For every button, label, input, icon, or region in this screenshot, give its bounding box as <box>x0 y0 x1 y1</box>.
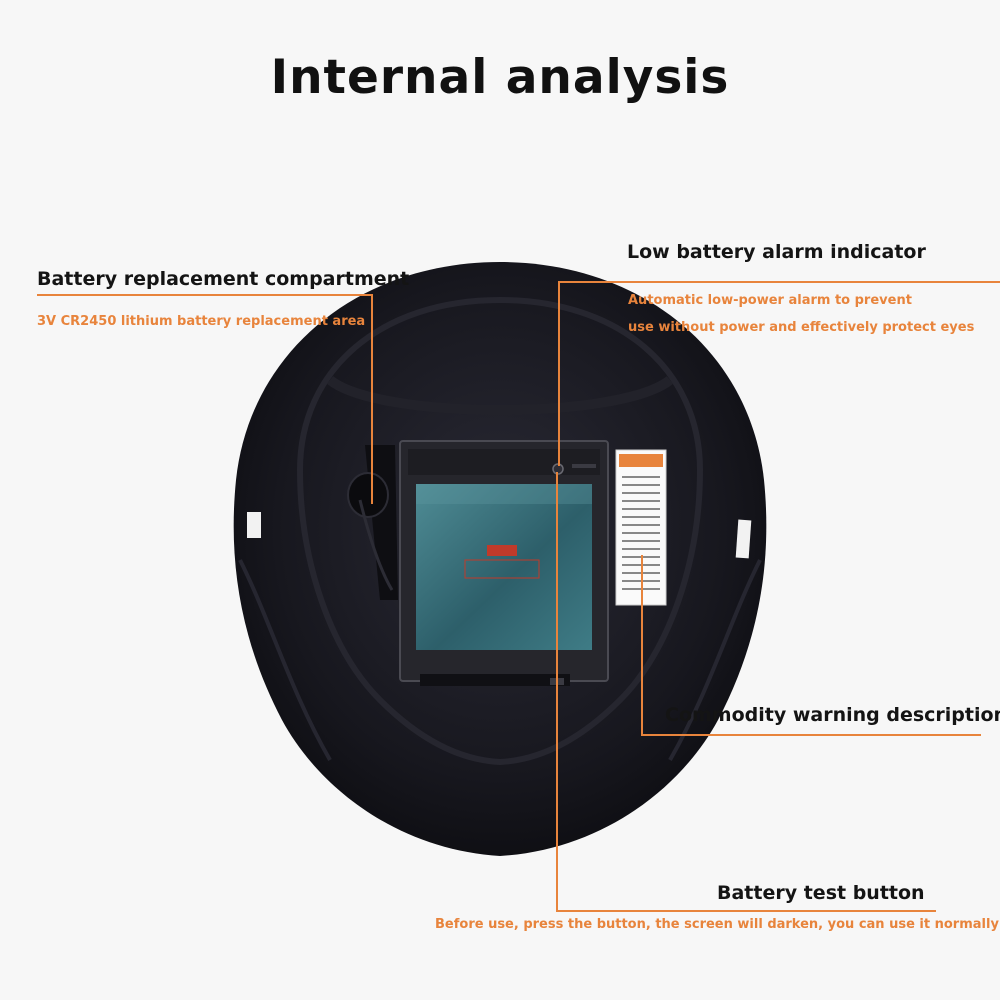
right-clip <box>735 519 752 559</box>
left-clip <box>247 512 261 538</box>
low-battery-line-h <box>559 281 1000 283</box>
battery-compartment <box>347 445 398 600</box>
lens-label <box>487 545 517 556</box>
lens <box>416 484 592 650</box>
warning-line-h <box>641 734 981 736</box>
low-battery-label: Low battery alarm indicator <box>627 241 926 263</box>
battery-compartment-description: 3V CR2450 lithium battery replacement ar… <box>37 314 366 329</box>
battery-compartment-line-v <box>371 294 373 504</box>
page-title: Internal analysis <box>270 50 730 105</box>
helmet-inner-rim <box>296 296 704 766</box>
test-button-line-h <box>556 910 936 912</box>
low-battery-line-v <box>558 281 560 466</box>
low-battery-description-2: use without power and effectively protec… <box>628 320 975 335</box>
battery-compartment-label: Battery replacement compartment <box>37 268 410 290</box>
helmet-headband <box>326 375 674 415</box>
battery-compartment-line-h <box>37 294 372 296</box>
low-battery-description-1: Automatic low-power alarm to prevent <box>628 293 912 308</box>
warning-line-v <box>641 555 643 735</box>
test-button-label: Battery test button <box>717 882 925 904</box>
test-button-description: Before use, press the button, the screen… <box>435 917 999 932</box>
warning-label: Commodity warning description <box>665 704 1000 726</box>
test-button-line-v <box>556 472 558 912</box>
